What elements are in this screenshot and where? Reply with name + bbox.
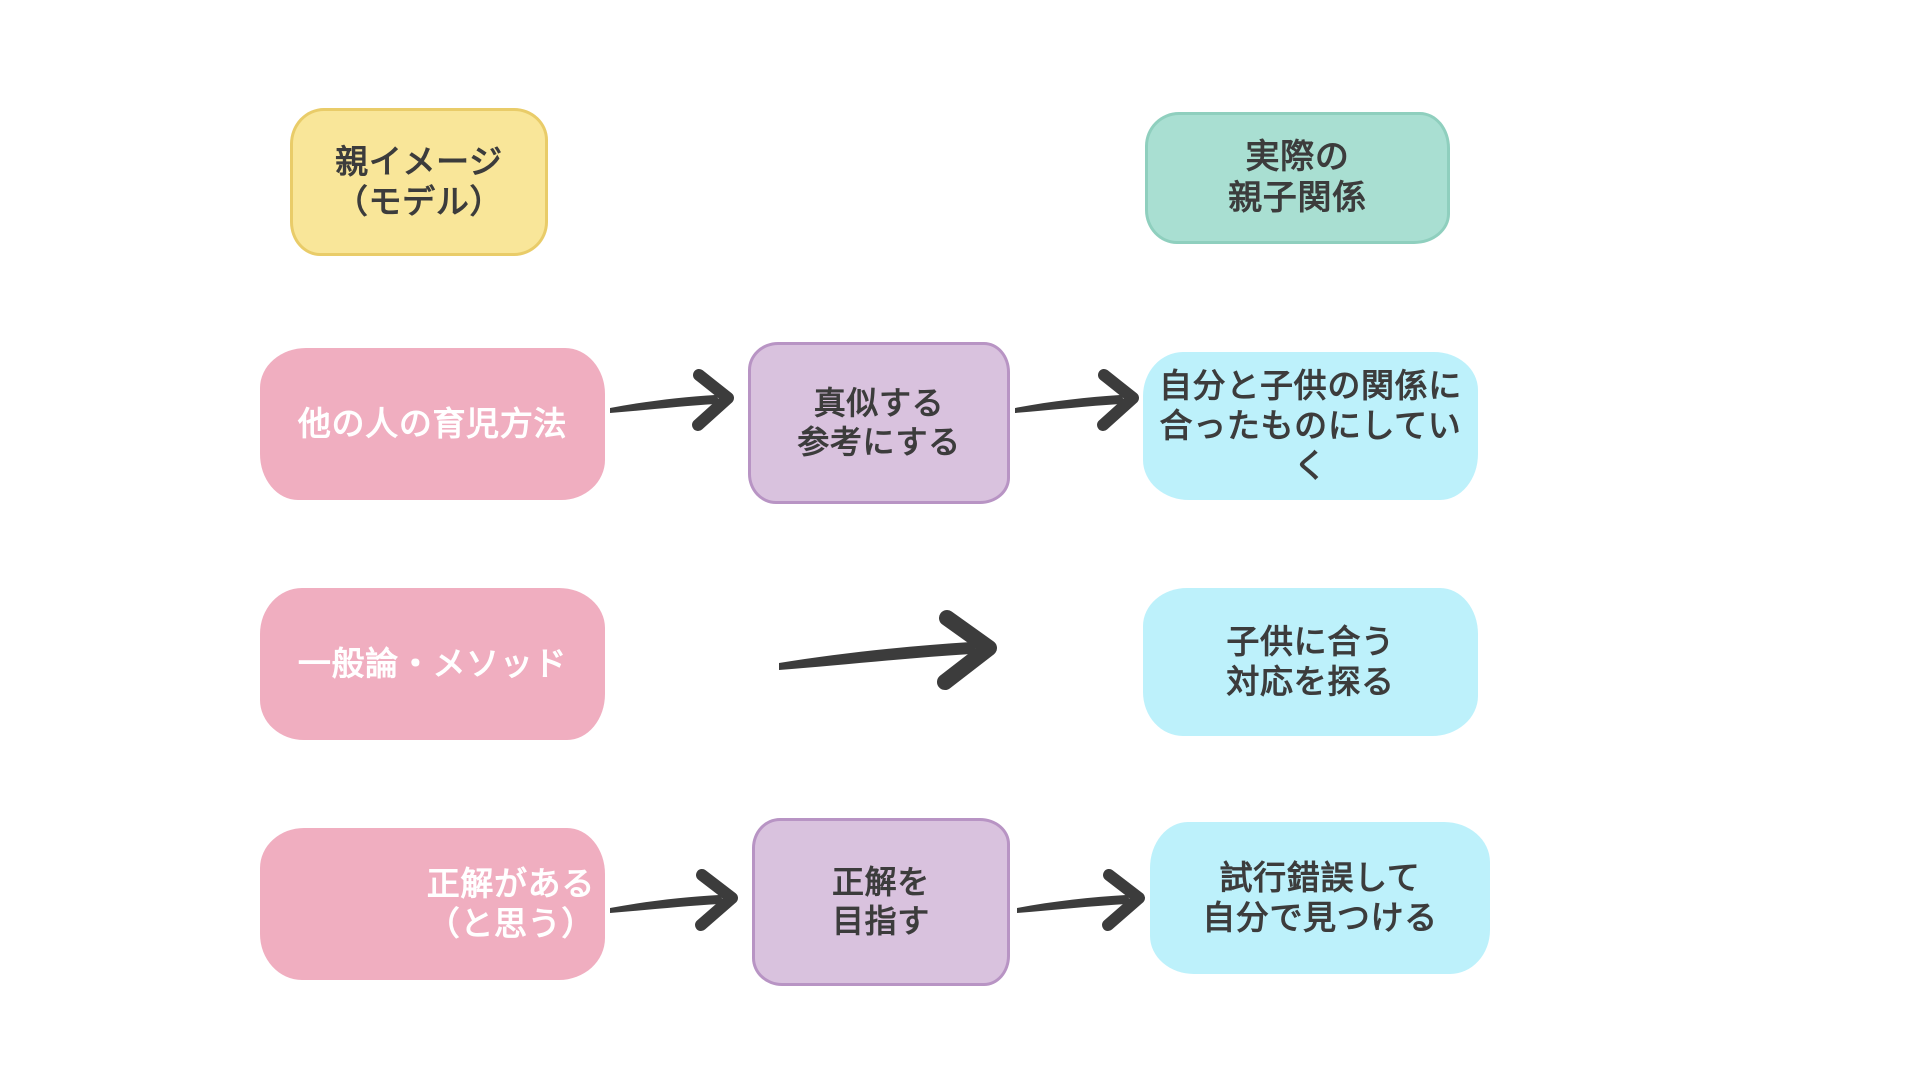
row-1-left-node: 他の人の育児方法: [260, 348, 605, 500]
row-1-middle-label: 真似する 参考にする: [797, 383, 961, 461]
row-3-arrow-1: [607, 868, 757, 938]
row-3-left-node: 正解がある （と思う）: [260, 828, 605, 980]
row-3-middle-node: 正解を 目指す: [752, 818, 1010, 986]
row-1-middle-node: 真似する 参考にする: [748, 342, 1010, 504]
row-3-arrow-2: [1014, 868, 1164, 938]
header-actual-relationship-label: 実際の 親子関係: [1228, 136, 1367, 218]
row-3-middle-label: 正解を 目指す: [832, 862, 930, 940]
row-2-left-node: 一般論・メソッド: [260, 588, 605, 740]
row-2-right-label: 子供に合う 対応を探る: [1226, 621, 1395, 701]
row-3-right-label: 試行錯誤して 自分で見つける: [1202, 857, 1438, 937]
row-1-left-label: 他の人の育児方法: [297, 403, 568, 443]
row-1-arrow-2: [1012, 368, 1157, 438]
row-2-arrow-1: [775, 610, 1015, 700]
row-1-arrow-1: [607, 368, 752, 438]
row-2-left-label: 一般論・メソッド: [297, 643, 568, 683]
row-3-right-node: 試行錯誤して 自分で見つける: [1150, 822, 1490, 974]
row-1-right-node: 自分と子供の関係に 合ったものにしていく: [1143, 352, 1478, 500]
row-3-left-label: 正解がある （と思う）: [426, 863, 595, 943]
row-2-right-node: 子供に合う 対応を探る: [1143, 588, 1478, 736]
header-parent-image-model-label: 親イメージ （モデル）: [334, 141, 504, 221]
row-1-right-label: 自分と子供の関係に 合ったものにしていく: [1159, 365, 1462, 486]
header-actual-relationship: 実際の 親子関係: [1145, 112, 1450, 244]
header-parent-image-model: 親イメージ （モデル）: [290, 108, 548, 256]
